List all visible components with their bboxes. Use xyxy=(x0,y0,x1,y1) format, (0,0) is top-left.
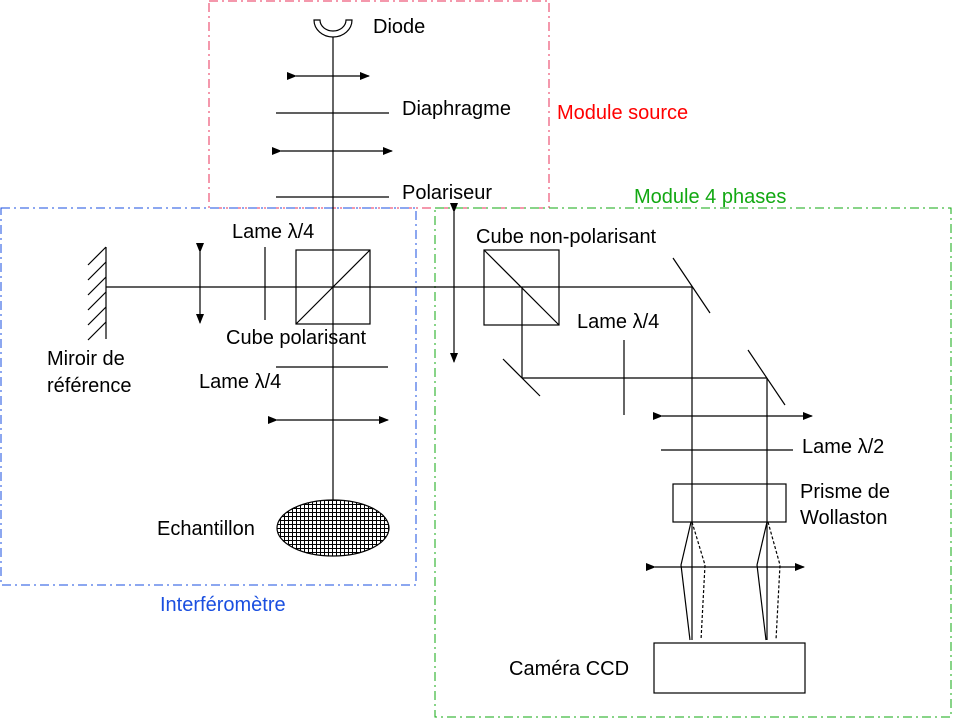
mirror-lower-right xyxy=(747,349,786,406)
diode-icon xyxy=(313,19,353,38)
label-module-interferometer: Interféromètre xyxy=(160,594,286,616)
label-module-four-phases: Module 4 phases xyxy=(634,186,787,208)
label-polarizing-cube: Cube polarisant xyxy=(226,327,367,349)
label-wollaston-2: Wollaston xyxy=(800,507,888,529)
label-quarter-wave-four-phase: Lame λ/4 xyxy=(577,311,660,333)
label-module-source: Module source xyxy=(557,102,689,124)
wollaston-prism xyxy=(672,483,787,523)
mirror-upper-right xyxy=(672,257,711,314)
label-reference-mirror-1: Miroir de xyxy=(47,348,125,370)
module-interferometer-frame xyxy=(0,207,417,586)
label-wollaston-1: Prisme de xyxy=(800,481,891,503)
module-source-frame xyxy=(208,0,550,209)
ccd-camera xyxy=(653,642,806,694)
module-four-phases-frame xyxy=(434,207,952,718)
label-diode: Diode xyxy=(373,16,426,38)
label-sample: Echantillon xyxy=(157,518,255,540)
mirror-lower-left xyxy=(502,358,541,397)
mirror-hatch-icon xyxy=(87,246,107,341)
label-quarter-wave-ref: Lame λ/4 xyxy=(232,221,315,243)
sample-ellipse xyxy=(276,499,390,557)
label-non-polarizing-cube: Cube non-polarisant xyxy=(476,226,657,248)
label-diaphragm: Diaphragme xyxy=(402,98,511,120)
label-quarter-wave-sample: Lame λ/4 xyxy=(199,371,282,393)
label-polarizer: Polariseur xyxy=(402,182,493,204)
label-ccd-camera: Caméra CCD xyxy=(509,658,630,680)
polarizing-cube xyxy=(295,249,371,325)
label-half-wave: Lame λ/2 xyxy=(802,436,885,458)
label-reference-mirror-2: référence xyxy=(47,375,132,397)
